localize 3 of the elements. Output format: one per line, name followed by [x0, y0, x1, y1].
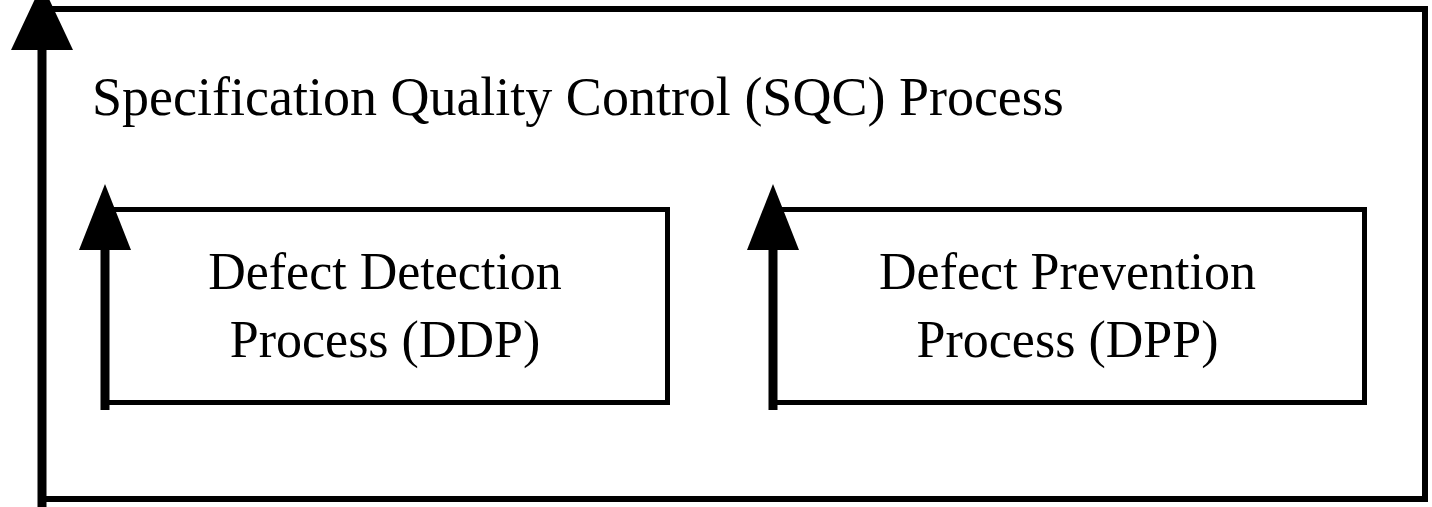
frame-title: Specification Quality Control (SQC) Process — [92, 66, 1064, 129]
box-label: Defect Detection Process (DDP) — [207, 242, 563, 370]
box-label: Defect Prevention Process (DPP) — [878, 242, 1257, 370]
